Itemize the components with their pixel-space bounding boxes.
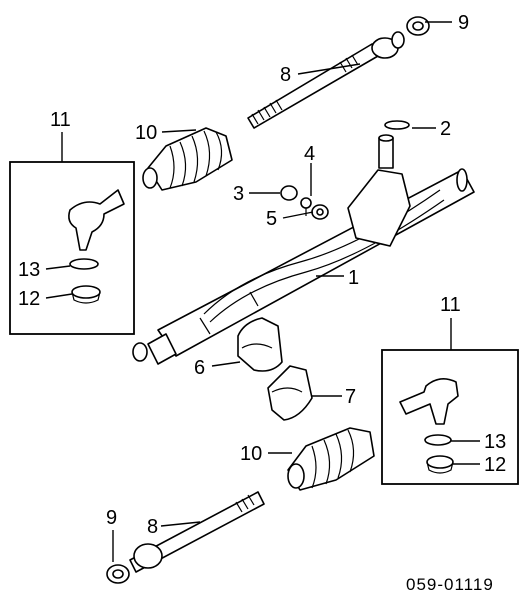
callout-8-bottom: 8 [147,516,158,538]
callout-2: 2 [440,118,451,140]
boot-upper [142,127,233,191]
cap-3 [280,185,298,201]
callout-10-bottom: 10 [240,443,262,465]
tie-rod-upper [247,31,405,129]
callout-9-bottom: 9 [106,507,117,529]
callout-13-left: 13 [18,259,40,281]
mount-bracket-6 [237,317,283,372]
lock-washer-lower [106,564,130,584]
callout-4: 4 [304,143,315,165]
drawing-code: 059-01119 [406,575,494,594]
callout-9-top: 9 [458,12,469,34]
callout-11-right: 11 [440,294,461,316]
callout-13-right: 13 [484,431,506,453]
callout-labels: 1 2 3 4 5 6 7 8 8 9 9 10 10 11 11 12 12 … [18,12,506,538]
leader-lines [45,21,480,562]
callout-12-left: 12 [18,288,40,310]
nut-5 [311,204,329,220]
callout-7: 7 [345,386,356,408]
rack-housing [132,134,475,365]
o-ring-2 [384,120,410,130]
tie-rod-end-inset-right [381,349,519,485]
tie-rod-end-inset-left [9,161,135,335]
lock-washer-upper [406,16,430,36]
callout-5: 5 [266,208,277,230]
insulator-7 [267,365,313,421]
callout-11-left: 11 [50,109,71,131]
callout-3: 3 [233,183,244,205]
callout-12-right: 12 [484,454,506,476]
boot-lower [287,427,375,491]
bolt-4 [300,197,312,216]
tie-rod-lower [129,491,265,573]
callout-8-top: 8 [280,64,291,86]
callout-6: 6 [194,357,205,379]
callout-1: 1 [348,267,359,289]
callout-10-top: 10 [135,122,157,144]
